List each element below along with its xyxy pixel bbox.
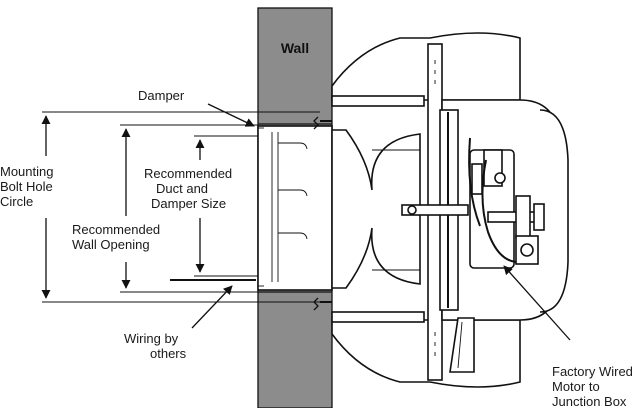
- damper-leader: [207, 103, 255, 127]
- wall-label: Wall: [281, 40, 309, 56]
- dimension-duct: [194, 135, 258, 277]
- motor-assembly: [468, 137, 545, 269]
- mounting-bolts: [313, 116, 332, 311]
- svg-text:Recommended: Recommended: [144, 166, 232, 181]
- svg-text:Motor to: Motor to: [552, 379, 600, 394]
- svg-text:Wiring by: Wiring by: [124, 331, 179, 346]
- wiring-leader: [191, 285, 233, 329]
- junction-box: [449, 317, 475, 373]
- svg-text:Factory Wired: Factory Wired: [552, 364, 633, 379]
- recommended-duct-label: Recommended Duct and Damper Size: [144, 166, 232, 211]
- svg-text:Recommended: Recommended: [72, 222, 160, 237]
- svg-text:Junction Box: Junction Box: [552, 394, 627, 408]
- dimension-wall-opening: [120, 124, 258, 293]
- damper-assembly: [257, 123, 333, 293]
- recommended-wall-label: Recommended Wall Opening: [72, 222, 160, 252]
- svg-text:Damper Size: Damper Size: [151, 196, 226, 211]
- svg-text:Mounting: Mounting: [0, 164, 53, 179]
- wiring-label: Wiring by others: [124, 331, 187, 361]
- dimension-mounting: [41, 111, 320, 303]
- svg-text:Duct and: Duct and: [156, 181, 208, 196]
- svg-text:Bolt Hole: Bolt Hole: [0, 179, 53, 194]
- factory-wired-leader: [503, 265, 571, 341]
- factory-wired-label: Factory Wired Motor to Junction Box: [552, 364, 633, 408]
- svg-text:Wall Opening: Wall Opening: [72, 237, 150, 252]
- damper-label: Damper: [138, 88, 185, 103]
- svg-text:Circle: Circle: [0, 194, 33, 209]
- fan-wheel: [331, 129, 469, 289]
- svg-text:others: others: [150, 346, 187, 361]
- mounting-label: Mounting Bolt Hole Circle: [0, 164, 53, 209]
